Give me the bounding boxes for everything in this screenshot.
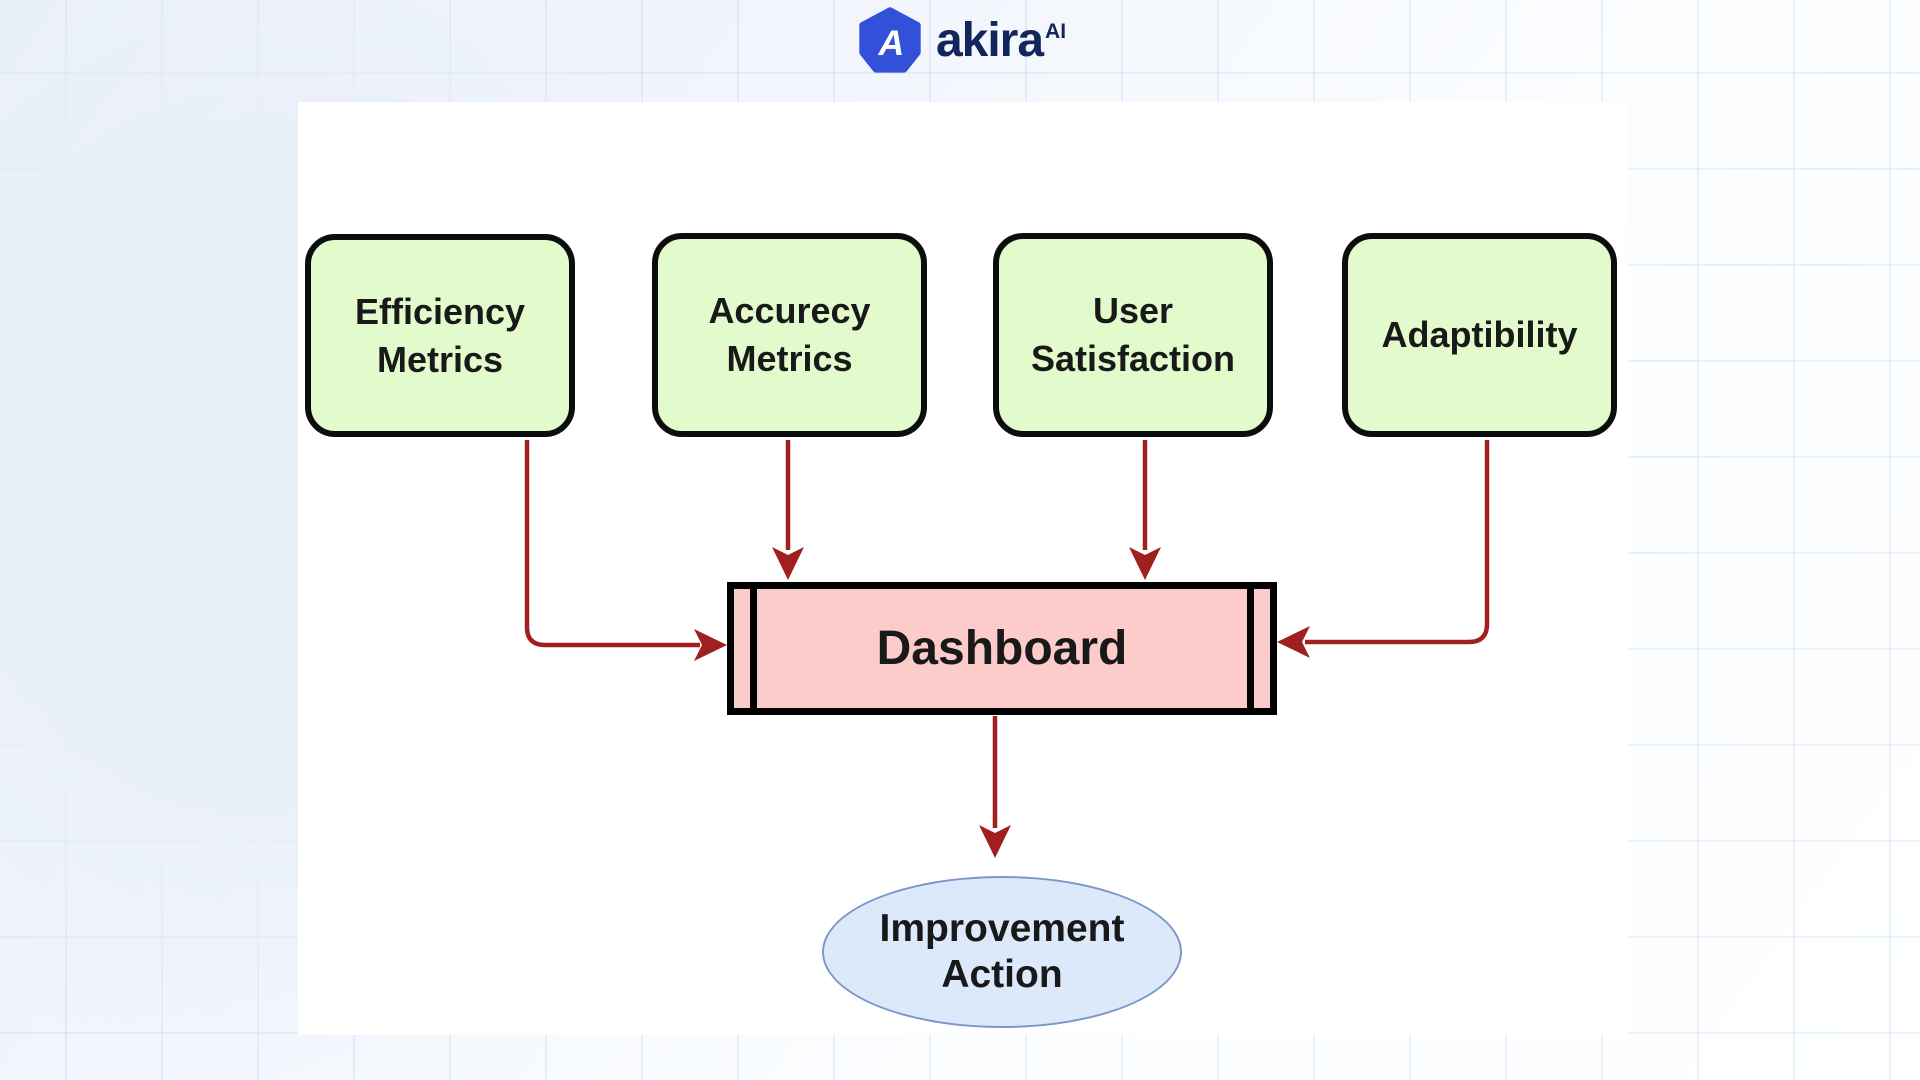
hexagon-logo-icon: A (859, 7, 921, 73)
node-label: Accurecy Metrics (708, 290, 871, 379)
brand-name-text: akira (935, 13, 1044, 67)
node-label: Improvement Action (879, 906, 1125, 996)
subroutine-bar-left (750, 589, 757, 708)
node-dashboard: Dashboard (727, 582, 1277, 715)
node-label: User Satisfaction (1030, 290, 1236, 379)
node-accuracy-metrics: Accurecy Metrics (652, 233, 927, 437)
brand-logo: A akiraAI (0, 4, 1920, 76)
brand-name: akiraAI (935, 13, 1067, 68)
node-label: Efficiency Metrics (354, 290, 526, 380)
node-efficiency-metrics: Efficiency Metrics (305, 234, 575, 437)
node-adaptibility: Adaptibility (1342, 233, 1617, 437)
svg-text:A: A (877, 23, 904, 63)
node-label: Adaptibility (1381, 314, 1578, 356)
node-user-satisfaction: User Satisfaction (993, 233, 1273, 437)
subroutine-bar-right (1247, 589, 1254, 708)
brand-superscript: AI (1045, 19, 1067, 43)
node-improvement-action: Improvement Action (822, 876, 1182, 1028)
node-label: Dashboard (876, 622, 1128, 675)
